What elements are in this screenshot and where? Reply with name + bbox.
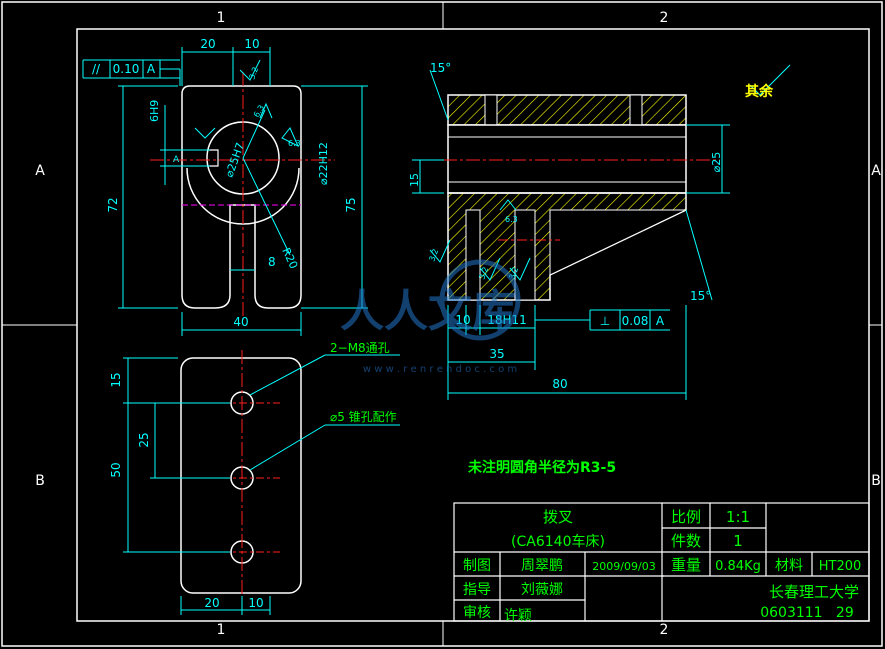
zone-label-top-1: 1 — [217, 10, 226, 26]
zone-label-bottom-2: 2 — [660, 622, 669, 638]
roughness-3-2-side-b: 3.2 — [477, 266, 490, 281]
bottom-view-outline — [180, 357, 302, 594]
drawing-code: 0603111 29 — [760, 605, 854, 621]
dim-8: 8 — [268, 255, 276, 269]
weight-value: 0.84Kg — [715, 559, 761, 574]
dim-10-bottom: 10 — [248, 596, 263, 610]
angle-15-right: 15° — [690, 289, 711, 303]
front-view-outline — [181, 85, 302, 309]
angle-15-top: 15° — [430, 61, 451, 75]
dim-75: 75 — [344, 197, 358, 212]
guide-label: 指导 — [463, 582, 491, 598]
watermark-logo-text: 人人文库 — [340, 286, 516, 337]
dim-25-bottom: 25 — [137, 432, 151, 447]
dim-10-side: 10 — [455, 313, 470, 327]
quantity-value: 1 — [733, 532, 743, 550]
weight-label: 重量 — [671, 556, 701, 574]
bottom-view: 15 25 50 20 10 2−M8通孔 ⌀5 锥孔配作 — [109, 341, 400, 615]
zone-label-left-a: A — [35, 163, 45, 179]
zone-label-right-a: A — [871, 163, 881, 179]
dim-15-side: 15 — [408, 173, 421, 187]
scale-value: 1:1 — [726, 508, 750, 526]
dim-35: 35 — [489, 347, 504, 361]
drawn-by-label: 制图 — [463, 558, 491, 574]
dim-40: 40 — [233, 315, 248, 329]
zone-label-left-b: B — [35, 473, 45, 489]
perpendicularity-symbol: ⊥ — [600, 314, 610, 328]
material-value: HT200 — [819, 559, 862, 574]
material-label: 材料 — [775, 558, 803, 574]
dim-20-top: 20 — [200, 37, 215, 51]
review-label: 审核 — [463, 605, 491, 621]
dim-15-bottom: 15 — [109, 372, 123, 387]
review-name: 许颖 — [504, 608, 532, 624]
datum-a-front: A — [173, 155, 180, 165]
quantity-label: 件数 — [671, 532, 701, 550]
machine-name: (CA6140车床) — [511, 533, 605, 550]
dim-10-top: 10 — [244, 37, 259, 51]
dim-20-bottom: 20 — [204, 596, 219, 610]
front-view: 20 10 // 0.10 A 3.2 6.3 6.3 6H9 72 75 ⌀2… — [82, 37, 368, 336]
guide-name: 刘薇娜 — [521, 582, 563, 598]
zone-label-top-2: 2 — [660, 10, 669, 26]
scale-label: 比例 — [671, 508, 701, 526]
perpendicularity-datum: A — [656, 314, 665, 328]
side-view: 15° 15° 其余 ⌀25 15 6.3 3.2 3.2 3.2 10 18H… — [408, 61, 791, 400]
zone-label-bottom-1: 1 — [217, 622, 226, 638]
side-view-bore — [447, 124, 687, 194]
fit-6h9: 6H9 — [148, 100, 161, 122]
parallelism-value: 0.10 — [113, 62, 140, 76]
roughness-6-3-front-b: 6.3 — [288, 139, 301, 148]
roughness-3-2-side-a: 3.2 — [427, 248, 440, 263]
watermark-url: w w w . r e n r e n d o c . c o m — [363, 364, 517, 375]
parallelism-symbol: // — [92, 62, 101, 76]
fillet-note: 未注明圆角半径为R3-5 — [468, 459, 616, 476]
dim-r20: R20 — [279, 246, 300, 271]
roughness-6-3-front-a: 6.3 — [252, 103, 266, 119]
other-surfaces-label: 其余 — [745, 83, 774, 100]
title-block: 拨叉 (CA6140车床) 比例 1:1 件数 1 制图 周翠鹏 2009/09… — [453, 502, 870, 624]
parallelism-datum: A — [147, 62, 156, 76]
front-view-keyway — [207, 149, 219, 167]
roughness-3-2-front: 3.2 — [247, 66, 260, 81]
dim-50-bottom: 50 — [109, 462, 123, 477]
zone-label-right-b: B — [871, 473, 881, 489]
dim-phi25-side: ⌀25 — [710, 152, 723, 173]
side-view-top-hatch — [447, 94, 687, 126]
dim-80: 80 — [552, 377, 567, 391]
school-name: 长春理工大学 — [769, 583, 859, 601]
drawn-date: 2009/09/03 — [592, 560, 655, 573]
dim-72: 72 — [106, 197, 120, 212]
note-m8-through: 2−M8通孔 — [330, 341, 390, 355]
dim-phi22h12: ⌀22H12 — [317, 142, 330, 185]
watermark: 人人文库 w w w . r e n r e n d o c . c o m — [340, 259, 521, 375]
watermark-ring — [439, 259, 521, 341]
part-name: 拨叉 — [543, 508, 573, 526]
note-phi5-taper: ⌀5 锥孔配作 — [330, 410, 397, 424]
roughness-6-3-side: 6.3 — [505, 215, 518, 224]
perpendicularity-value: 0.08 — [622, 314, 649, 328]
drawn-by-name: 周翠鹏 — [521, 558, 563, 574]
